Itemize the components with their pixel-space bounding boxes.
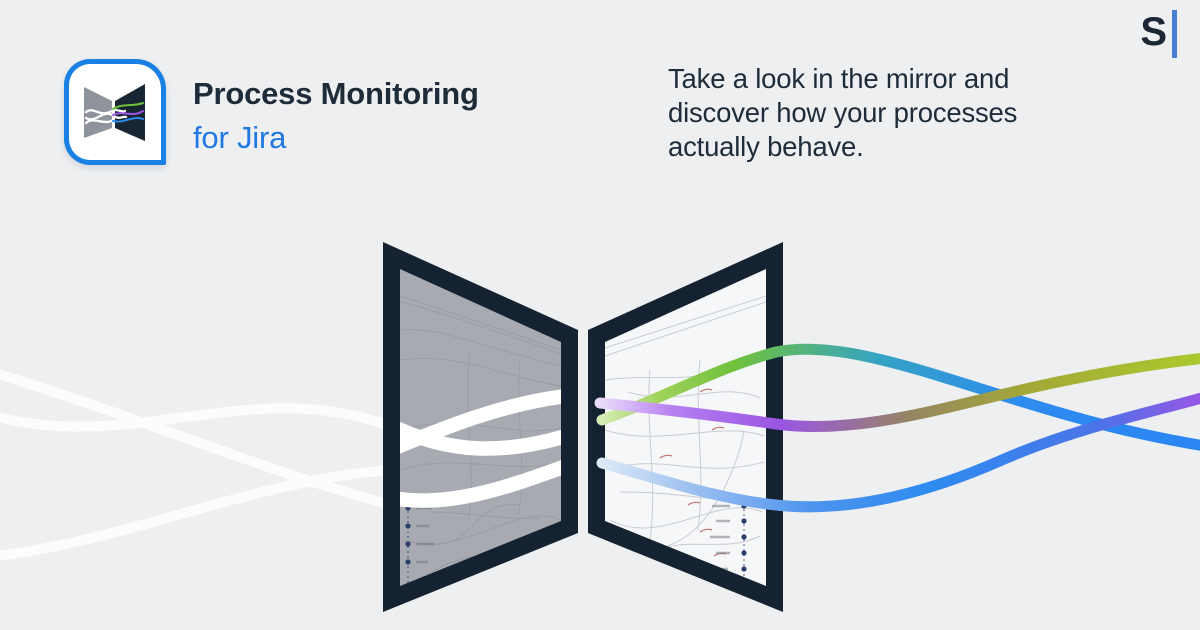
headline-line-2: discover how your processes <box>668 97 1018 128</box>
app-subtitle: for Jira <box>193 120 287 155</box>
headline-line-3: actually behave. <box>668 131 864 162</box>
white-wave-1 <box>0 369 403 512</box>
white-flow-bands <box>400 388 561 508</box>
brand-letter: S <box>1140 10 1167 54</box>
app-title: Process Monitoring <box>193 76 479 111</box>
colored-waves <box>594 343 1200 513</box>
white-flow-band-2 <box>400 418 561 456</box>
process-step-dots-left <box>405 505 434 586</box>
headline-line-1: Take a look in the mirror and <box>668 63 1010 94</box>
white-wave-2 <box>0 403 400 433</box>
right-mirror-panel <box>588 242 783 612</box>
white-flow-band-3 <box>400 458 561 508</box>
white-wave-3 <box>0 465 400 561</box>
wave-green-to-blue <box>596 343 1200 451</box>
wave-purple-to-lime <box>594 353 1200 433</box>
app-logo <box>64 59 166 165</box>
app-logo-mark-icon <box>84 83 145 141</box>
brand-logo: S <box>1137 0 1177 62</box>
headline: Take a look in the mirror and discover h… <box>668 62 1017 164</box>
brand-bar <box>1172 10 1177 58</box>
wave-blue-to-purple <box>596 392 1200 513</box>
left-mirror-panel <box>383 242 578 612</box>
background-white-waves <box>0 369 403 561</box>
